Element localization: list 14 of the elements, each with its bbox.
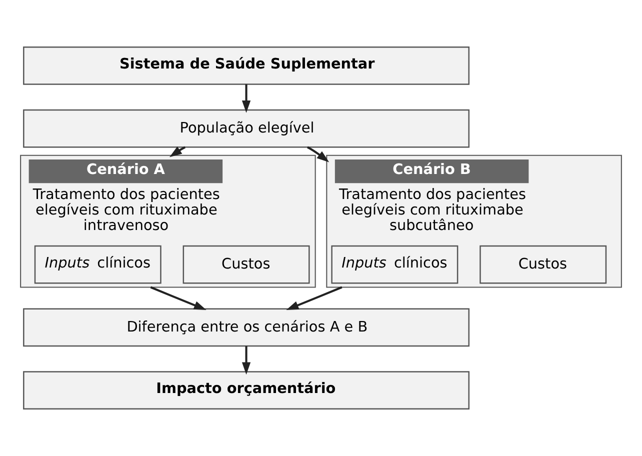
arrow (150, 286, 206, 310)
node-box: Inputs clínicos (34, 245, 162, 284)
node-box: Custos (182, 245, 310, 284)
arrow (286, 286, 342, 310)
arrow (242, 346, 251, 375)
node-box: População elegível (23, 109, 470, 148)
node-box: Sistema de Saúde Suplementar (23, 46, 470, 85)
arrow (170, 146, 186, 158)
node-box: Diferença entre os cenários A e B (23, 308, 470, 347)
arrow (307, 146, 330, 162)
arrow (242, 84, 251, 113)
node-box: Inputs clínicos (331, 245, 458, 284)
node-box: Custos (480, 245, 607, 284)
node-box: Impacto orçamentário (23, 371, 470, 410)
